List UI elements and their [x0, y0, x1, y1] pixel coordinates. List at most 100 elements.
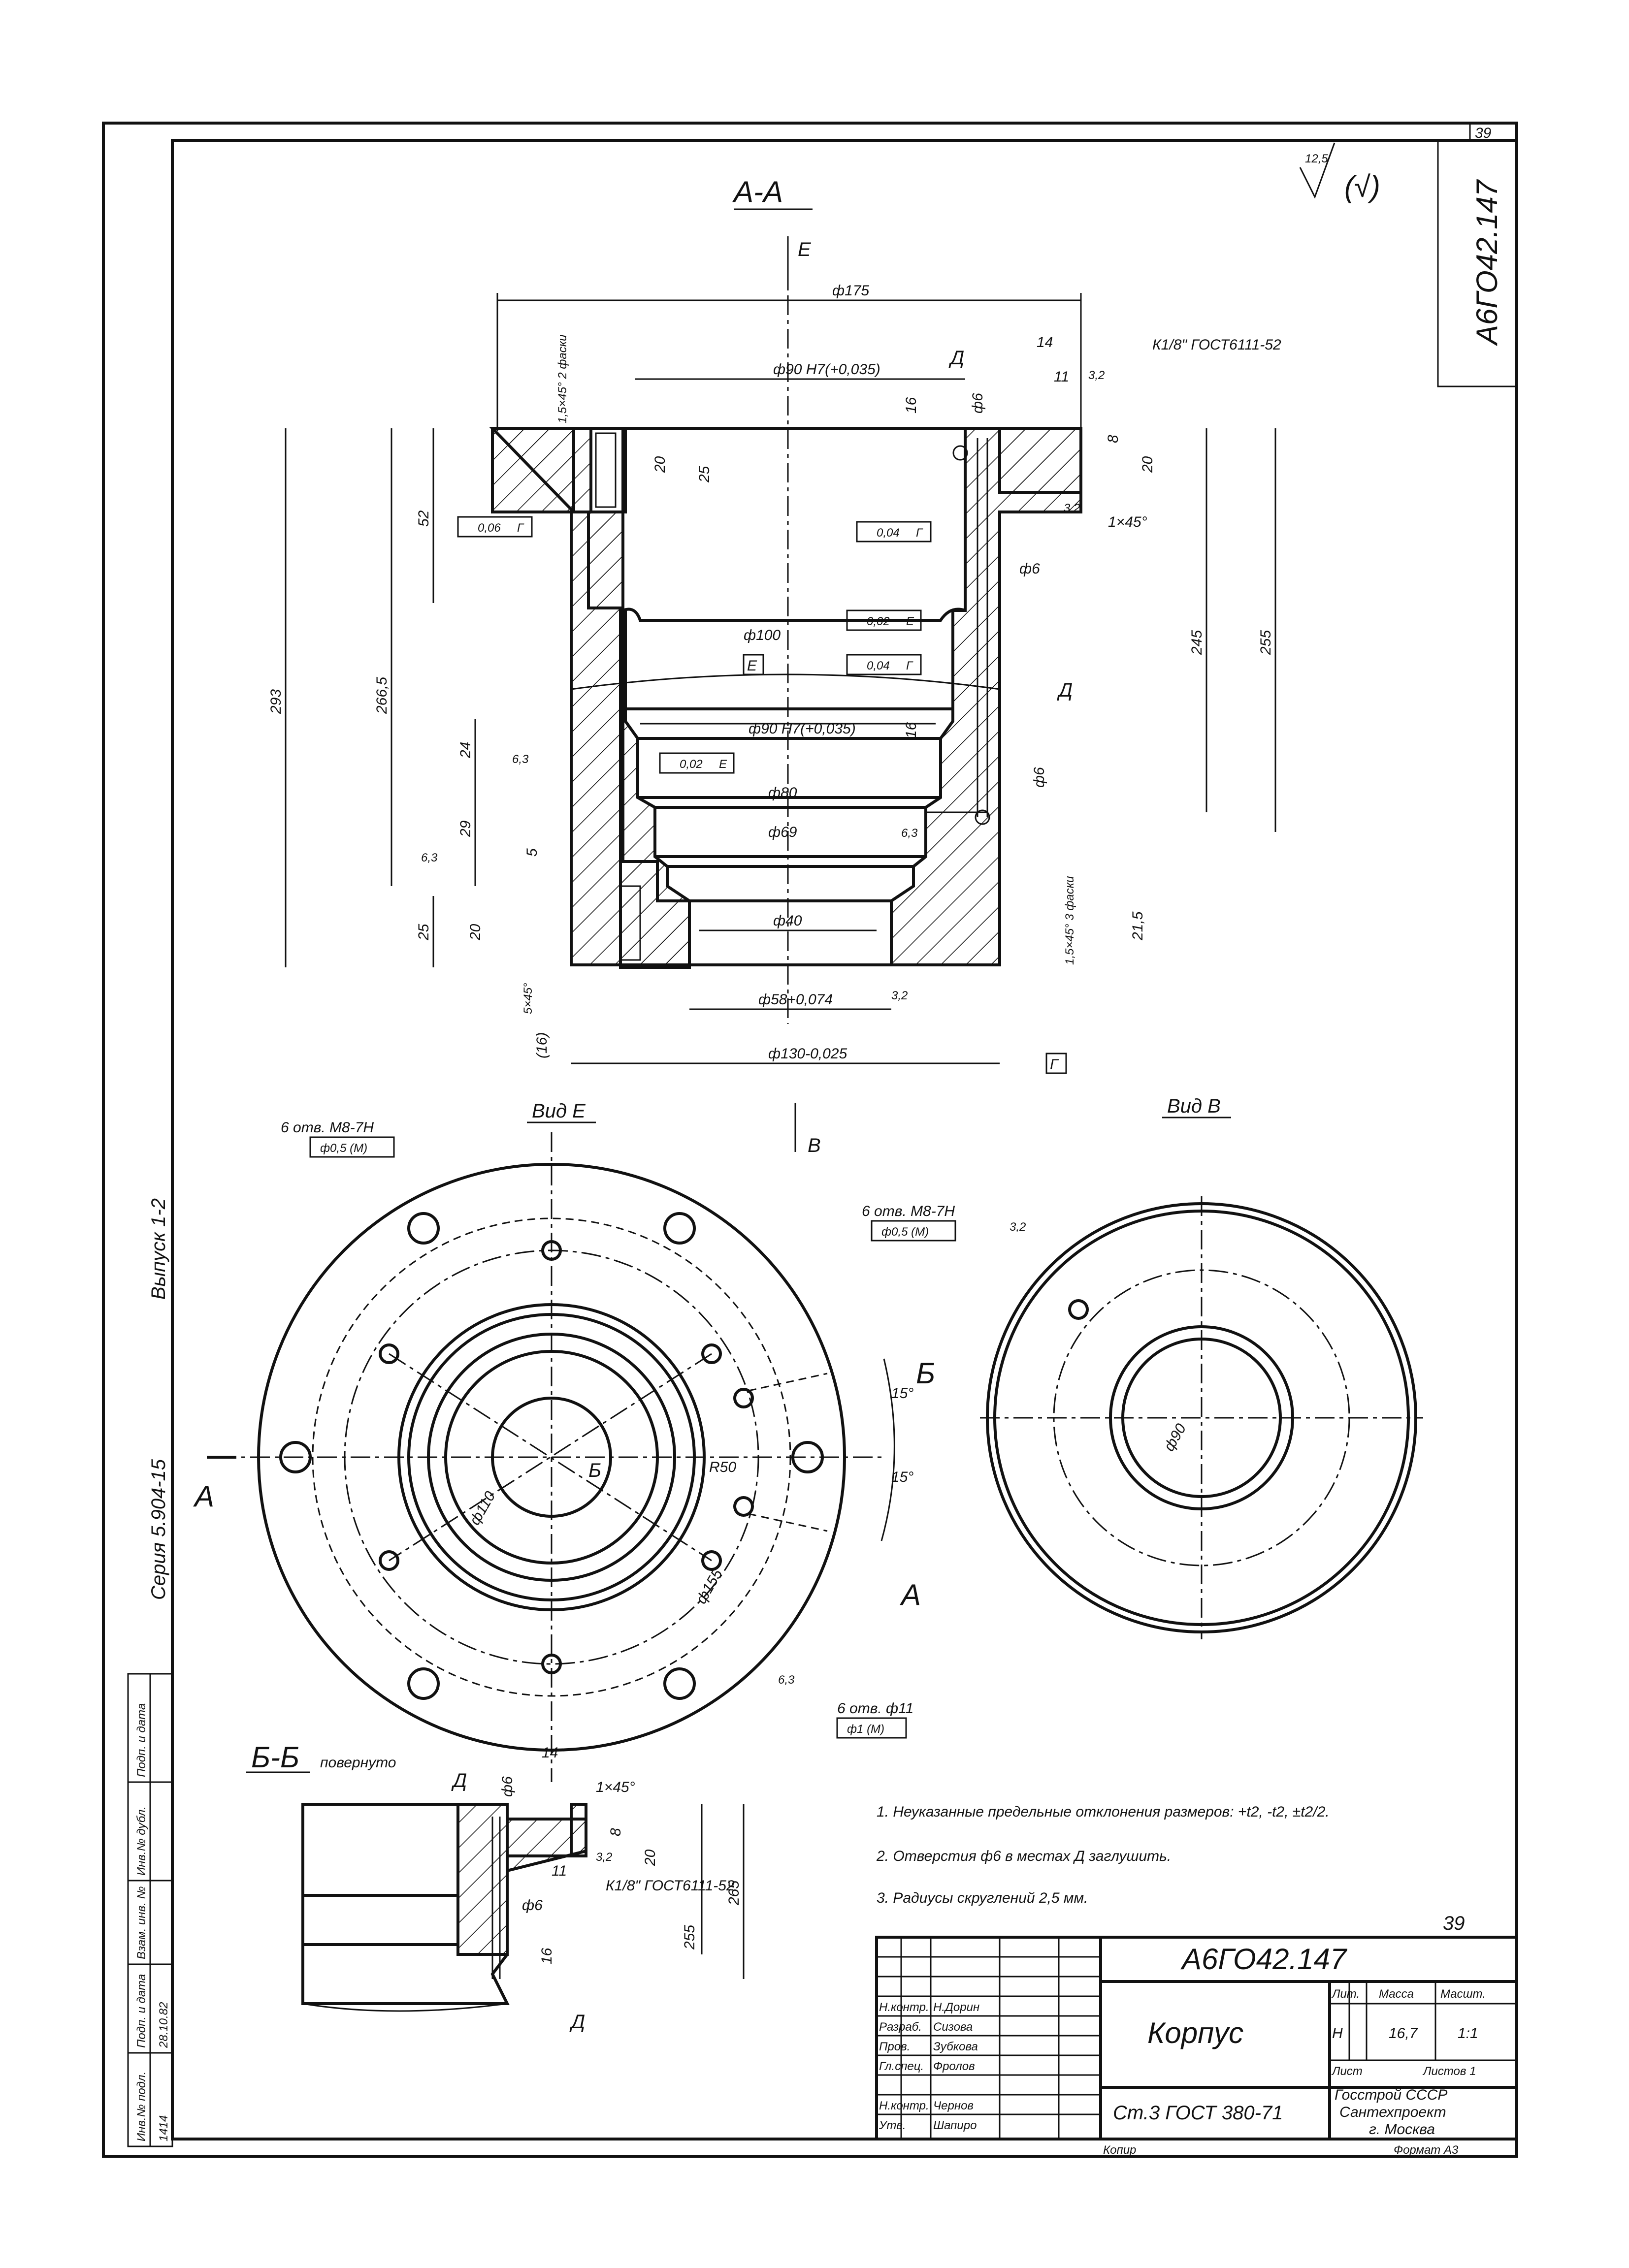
svg-text:Г: Г [517, 521, 524, 535]
bb-thread: К1/8" ГОСТ6111-52 [606, 1878, 735, 1894]
bb-d6b: ф6 [522, 1897, 543, 1914]
dim-d175: ф175 [832, 283, 869, 299]
series-label: Серия 5.904-15 [148, 1459, 169, 1600]
view-b-d90: ф90 [1161, 1421, 1189, 1454]
tb-material: Ст.3 ГОСТ 380-71 [1113, 2102, 1283, 2124]
roughness-general: 12,5 (√) [1299, 142, 1380, 203]
note-3: 3. Радиусы скруглений 2,5 мм. [877, 1890, 1088, 1906]
datum-e-box [743, 654, 764, 675]
svg-text:0,02: 0,02 [867, 615, 890, 628]
dim-w20: 20 [1140, 456, 1156, 473]
note-2: 2. Отверстия ф6 в местах Д заглушить. [876, 1848, 1171, 1864]
drawing-code-box [1437, 139, 1518, 387]
tb-name-3: Зубкова [933, 2040, 978, 2053]
bb-d6: ф6 [499, 1776, 516, 1797]
dim-d80: ф80 [768, 785, 797, 801]
view-e-roughness: 6,3 [778, 1673, 795, 1687]
dim-h52: 52 [416, 510, 432, 527]
tb-name-6: Шапиро [933, 2119, 977, 2132]
tol-frame-1: 0,06 Г [457, 516, 533, 538]
dim-h20: 20 [652, 456, 668, 473]
tb-role-3: Пров. [879, 2040, 910, 2053]
dim-d6-a: ф6 [970, 393, 986, 414]
dim-h20b: 20 [467, 924, 484, 941]
tb-code: А6ГО42.147 [1180, 1943, 1348, 1976]
tb-sheet-label: Лист [1331, 2065, 1363, 2078]
dim-d6-c: ф6 [1031, 767, 1047, 788]
tol-frame-5: 0,02 Е [659, 752, 735, 774]
dim-r63b: 6,3 [421, 851, 438, 864]
view-b-holes-tol: ф0,5 (М) [881, 1225, 929, 1239]
tb-copied: Копир [1103, 2143, 1136, 2157]
stamp-col-1: Инв.№ подл. [135, 2072, 148, 2141]
right-boss [998, 427, 1082, 494]
tb-org-1: Госстрой СССР [1335, 2087, 1447, 2103]
section-bb-title: Б-Б [251, 1741, 299, 1774]
section-aa-title: А-А [732, 175, 783, 208]
angle-15-top: 15° [891, 1385, 913, 1402]
tb-sheets-label: Листов 1 [1422, 2065, 1476, 2078]
dim-thread: К1/8" ГОСТ6111-52 [1152, 337, 1281, 353]
svg-text:0,06: 0,06 [478, 521, 501, 535]
cut-a-right: А [900, 1578, 921, 1611]
dim-h255: 255 [1258, 630, 1274, 655]
datum-g-box [1045, 1053, 1067, 1074]
drawing-code-vertical: А6ГО42.147 [1470, 179, 1503, 346]
dim-h24: 24 [457, 742, 474, 759]
stamp-col-3: Взам. инв. № [135, 1886, 148, 1959]
dim-d58: ф58+0,074 [758, 991, 833, 1008]
section-aa: А-А Е ф175 ф90 Н7(+0,035) [268, 175, 1281, 1074]
view-b: Вид В 6 отв. М8-7Н ф0,5 (М) 3,2 ф90 [862, 1095, 1423, 1639]
dim-r63a: 6,3 [512, 753, 529, 766]
angle-15-bot: 15° [891, 1469, 913, 1485]
inner-frame [171, 139, 1518, 2140]
tb-scale-value: 1:1 [1458, 2025, 1478, 2042]
tb-name-4: Фролов [933, 2060, 975, 2073]
stamp-val-2: 28.10.82 [157, 2002, 170, 2048]
tb-name-1: Н.Дорин [933, 2001, 979, 2014]
note-1: 1. Неуказанные предельные отклонения раз… [877, 1804, 1330, 1820]
bb-r32: 3,2 [596, 1851, 612, 1864]
tb-org-2: Сантехпроект [1339, 2104, 1446, 2120]
notes: 1. Неуказанные предельные отклонения раз… [876, 1804, 1465, 1934]
left-margin: Серия 5.904-15 Выпуск 1-2 Инв.№ подл. По… [127, 1198, 173, 2147]
mark-d-mid: Д [1057, 679, 1073, 701]
mark-d-top: Д [948, 347, 964, 369]
dim-w8: 8 [1105, 435, 1121, 443]
dim-h29: 29 [457, 820, 474, 837]
dim-r50: R50 [709, 1459, 736, 1475]
datum-g: Г [1050, 1056, 1059, 1073]
tb-role-5: Н.контр. [879, 2099, 929, 2112]
view-e-title: Вид Е [532, 1100, 586, 1122]
view-e-holes-tol: ф0,5 (М) [320, 1142, 367, 1155]
right-wall-main [890, 427, 1082, 966]
bb-chamfer: 1×45° [596, 1779, 635, 1795]
svg-text:12,5: 12,5 [1305, 152, 1328, 165]
tb-name: Корпус [1147, 2016, 1243, 2049]
tb-lit-label: Лит. [1331, 1987, 1360, 2001]
dim-d40: ф40 [773, 913, 802, 929]
stamp-val-1: 1414 [157, 2115, 170, 2141]
dim-h25: 25 [696, 466, 713, 483]
dim-h245: 245 [1189, 630, 1205, 655]
view-b-title: Вид В [1167, 1095, 1221, 1117]
dim-r16b: 16 [903, 722, 919, 738]
view-b-holes-label: 6 отв. М8-7Н [862, 1203, 955, 1219]
stamp-col-2: Подп. и дата [135, 1974, 148, 2048]
stamp-col-5: Подп. и дата [135, 1703, 148, 1777]
dim-r32c: 3,2 [891, 989, 908, 1002]
dim-d155: ф155 [693, 1566, 725, 1607]
bb-d-mark: Д [451, 1770, 467, 1791]
tb-org-3: г. Москва [1369, 2121, 1435, 2138]
left-wall-main [491, 427, 691, 966]
dim-r16c: (16) [534, 1032, 550, 1058]
section-bb-subtitle: повернуто [320, 1755, 396, 1771]
dim-h5: 5 [524, 848, 540, 857]
view-b-roughness: 3,2 [1010, 1220, 1026, 1234]
tol-frame-2: 0,04 Г [856, 521, 932, 543]
tb-role-1: Н.контр. [879, 2001, 929, 2014]
svg-text:0,04: 0,04 [877, 526, 900, 540]
tb-lit-value: Н [1332, 2025, 1343, 2042]
issue-label: Выпуск 1-2 [148, 1198, 169, 1300]
tb-scale-label: Масшт. [1440, 1987, 1486, 2001]
